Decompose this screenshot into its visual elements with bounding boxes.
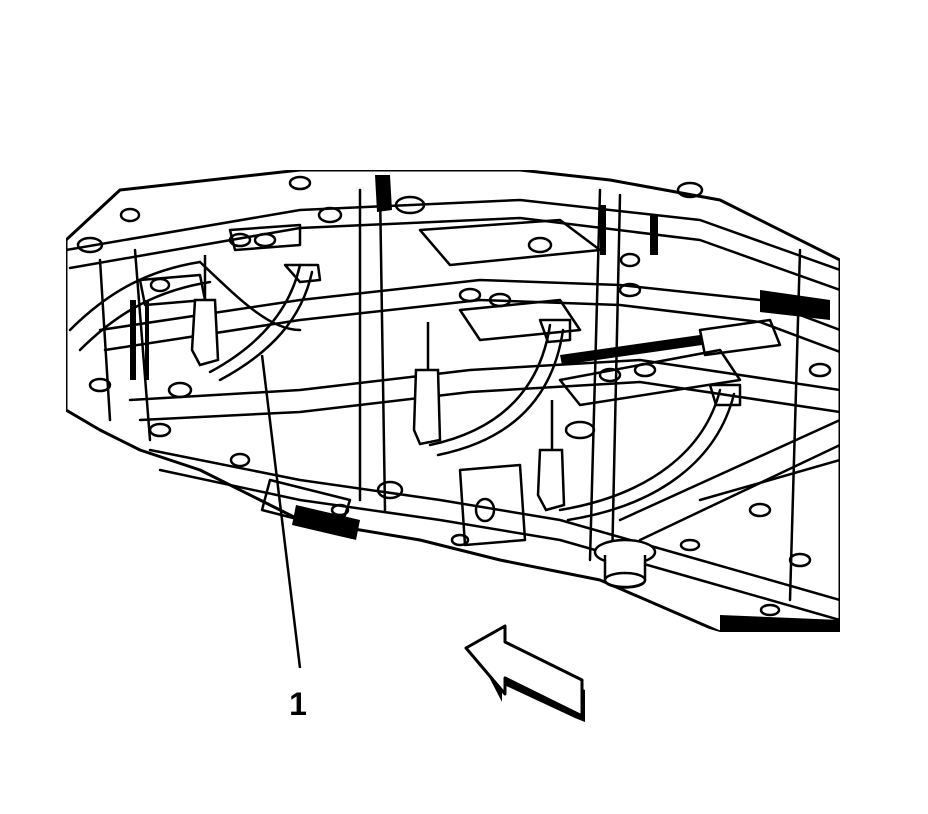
underbody-frame [66, 170, 840, 632]
callout-1-label: 1 [289, 686, 307, 722]
fastener-right [536, 400, 566, 512]
underbody-shading [130, 175, 840, 632]
fastener-middle [412, 322, 442, 446]
fastener-left [190, 255, 220, 367]
body-mount [593, 538, 657, 589]
callout-leader-line [260, 354, 302, 669]
direction-arrow-icon [464, 624, 585, 722]
